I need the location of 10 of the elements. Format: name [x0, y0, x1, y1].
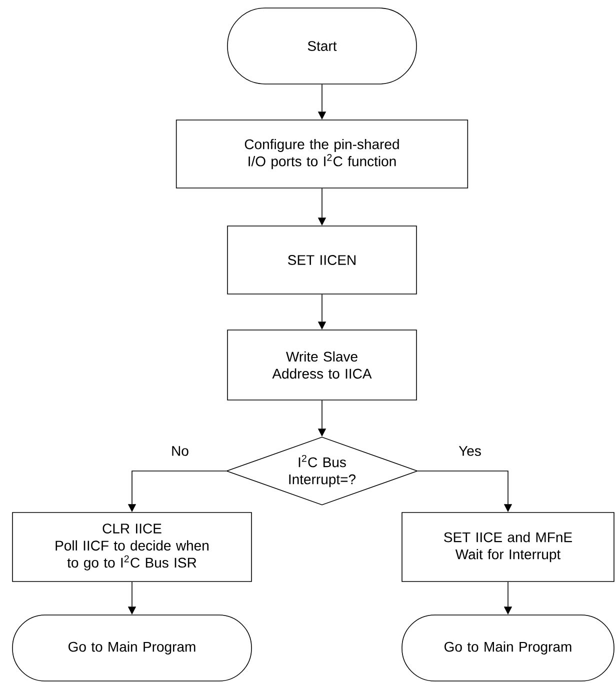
start-terminal: Start [227, 8, 417, 84]
process-box: CLR IICE Poll IICF to decide when to go to I$^{2}$C Bus ISR [12, 512, 252, 582]
edge-label: No [170, 444, 190, 458]
process-box: Configure the pin-shared I/O ports to I$^{2}$C function [176, 120, 468, 188]
end-terminal: Go to Main Program [402, 614, 614, 682]
process-box: Write Slave Address to IICA [227, 330, 417, 400]
process-box: SET IICEN [227, 226, 417, 294]
end-terminal: Go to Main Program [12, 614, 252, 682]
process-box: SET IICE and MFnE Wait for Interrupt [402, 512, 614, 582]
edge-label: Yes [457, 444, 483, 458]
